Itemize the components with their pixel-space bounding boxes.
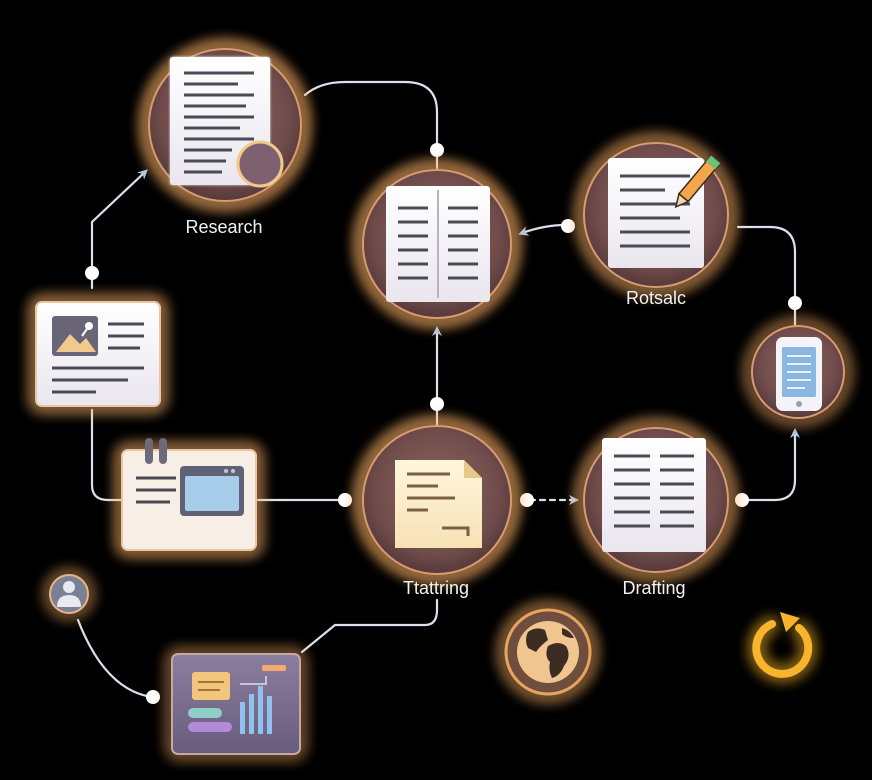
rotsalc-node[interactable] xyxy=(577,136,735,294)
user-node[interactable] xyxy=(46,571,92,617)
connector-dot xyxy=(430,143,444,157)
globe-node[interactable] xyxy=(500,604,596,700)
research-node[interactable] xyxy=(142,42,308,208)
image-card-node[interactable] xyxy=(31,297,165,411)
mobile-phone-icon xyxy=(776,337,822,411)
connector-user-dashboard xyxy=(76,618,154,699)
refresh-icon xyxy=(750,612,815,680)
browser-card-node[interactable] xyxy=(117,438,261,555)
drafting-node[interactable] xyxy=(577,421,735,579)
open-book-icon xyxy=(386,186,490,302)
document-pencil-icon xyxy=(608,154,722,268)
connector-dots xyxy=(85,143,802,704)
phone-node[interactable] xyxy=(746,320,850,424)
connector-image-browser xyxy=(90,408,124,502)
document-fold-icon xyxy=(395,460,482,548)
tattring-node[interactable] xyxy=(356,419,518,581)
chart-dashboard-icon xyxy=(188,665,286,734)
connector-dot xyxy=(520,493,534,507)
document-icon xyxy=(602,438,706,552)
image-text-card-icon xyxy=(52,316,144,394)
connector-research-central xyxy=(303,80,439,149)
connector-rotsalc-central xyxy=(518,223,567,236)
connector-dot xyxy=(788,296,802,310)
globe-icon xyxy=(517,621,579,683)
connector-drafting-phone xyxy=(740,428,800,502)
connector-image-research xyxy=(90,169,148,290)
central-node[interactable] xyxy=(356,163,518,325)
connector-dot xyxy=(85,266,99,280)
refresh-node[interactable] xyxy=(750,612,815,680)
label-rotsalc: Rotsalc xyxy=(626,288,686,308)
connector-dot xyxy=(430,397,444,411)
connector-rotsalc-phone xyxy=(736,225,797,327)
document-page-icon xyxy=(170,57,284,188)
connector-dot xyxy=(735,493,749,507)
user-avatar-icon xyxy=(57,581,81,607)
connector-dot xyxy=(561,219,575,233)
connector-dashboard-tattring xyxy=(300,598,439,654)
connector-dot xyxy=(146,690,160,704)
connector-dot xyxy=(338,493,352,507)
browser-window-card-icon xyxy=(136,438,244,516)
label-research: Research xyxy=(185,217,262,237)
dashboard-node[interactable] xyxy=(168,650,304,758)
label-tattring: Ttattring xyxy=(403,578,469,598)
label-drafting: Drafting xyxy=(622,578,685,598)
